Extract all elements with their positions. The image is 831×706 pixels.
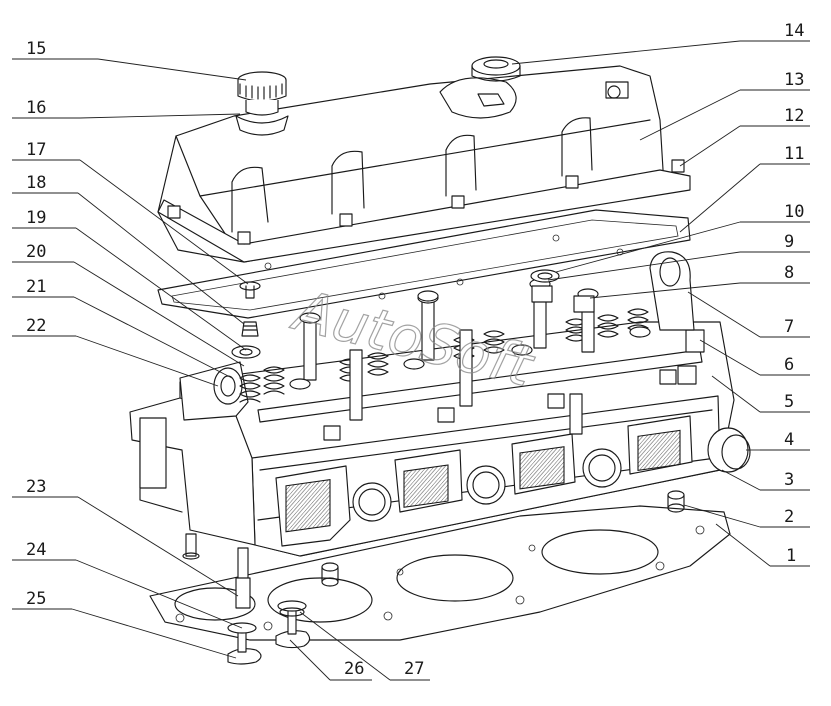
callout-13: 13 <box>784 70 804 90</box>
dowel-pins <box>321 490 685 587</box>
callout-14: 14 <box>784 21 804 41</box>
callout-25: 25 <box>26 589 46 609</box>
left-small-parts <box>231 281 261 359</box>
callout-6: 6 <box>784 355 794 375</box>
callout-27: 27 <box>404 659 424 679</box>
callout-5: 5 <box>784 392 794 412</box>
head-bolts-lower <box>182 533 251 609</box>
callout-labels: 15 16 17 18 19 20 21 22 23 24 25 26 27 1… <box>26 21 804 679</box>
callout-15: 15 <box>26 39 46 59</box>
callout-2: 2 <box>784 507 794 527</box>
callout-17: 17 <box>26 140 46 160</box>
filler-cap <box>235 71 289 136</box>
callout-10: 10 <box>784 202 804 222</box>
callout-23: 23 <box>26 477 46 497</box>
callout-24: 24 <box>26 540 46 560</box>
lifting-bracket <box>649 251 695 331</box>
callout-16: 16 <box>26 98 46 118</box>
callout-9: 9 <box>784 232 794 252</box>
callout-22: 22 <box>26 316 46 336</box>
callout-21: 21 <box>26 277 46 297</box>
oil-filler-cap-top <box>471 56 521 82</box>
valve-cover <box>157 65 691 263</box>
upper-loose-parts <box>417 269 595 313</box>
callout-3: 3 <box>784 470 794 490</box>
callout-4: 4 <box>784 430 794 450</box>
callout-18: 18 <box>26 173 46 193</box>
callout-11: 11 <box>784 144 804 164</box>
port-flanges <box>275 415 751 547</box>
callout-20: 20 <box>26 242 46 262</box>
callout-1: 1 <box>786 546 796 566</box>
callout-26: 26 <box>344 659 364 679</box>
callout-8: 8 <box>784 263 794 283</box>
callout-7: 7 <box>784 317 794 337</box>
leader-lines <box>12 40 810 681</box>
callout-19: 19 <box>26 208 46 228</box>
callout-12: 12 <box>784 106 804 126</box>
